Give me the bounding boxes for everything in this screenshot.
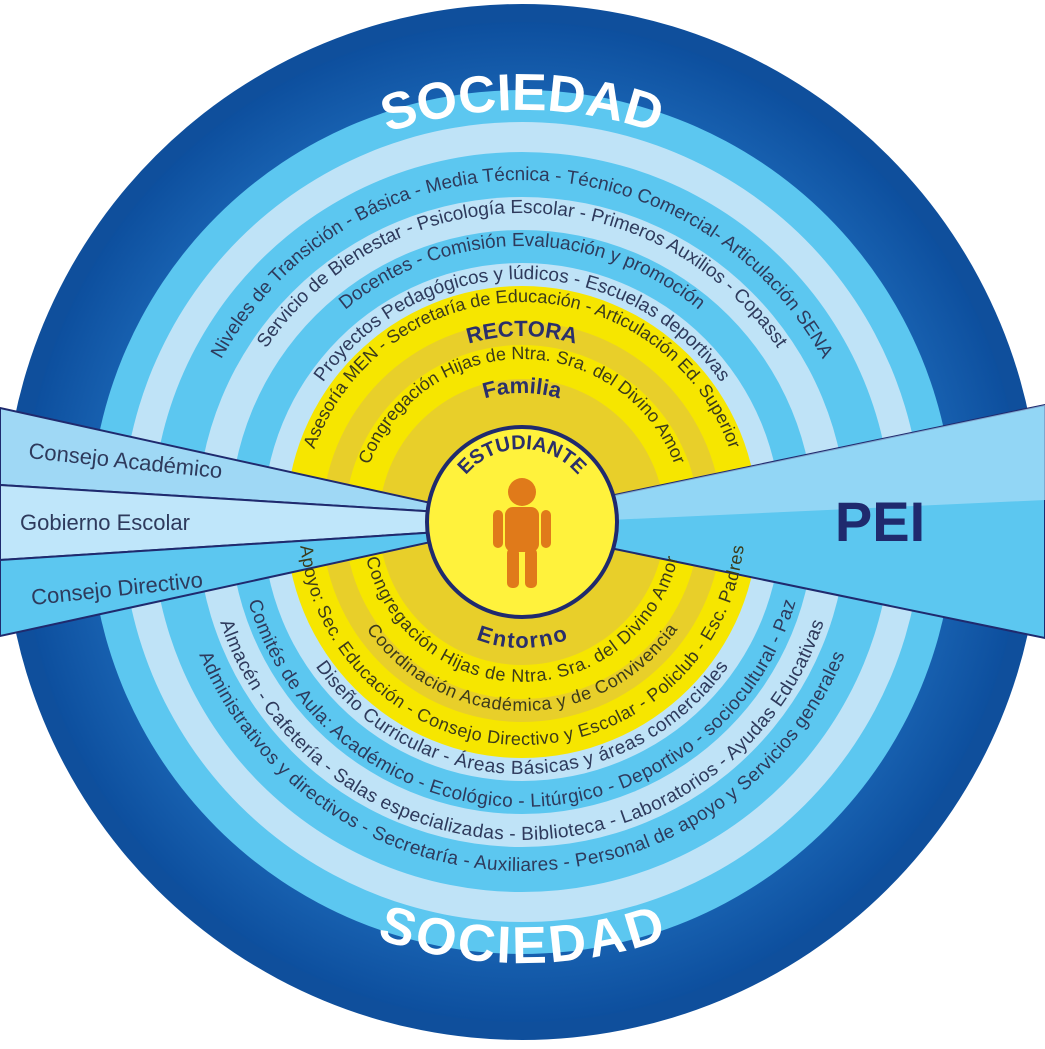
- label-gobierno-escolar: Gobierno Escolar: [20, 510, 190, 535]
- label-pei: PEI: [835, 490, 925, 553]
- wedge-pei-highlight: [610, 405, 1045, 520]
- person-icon: [493, 478, 551, 588]
